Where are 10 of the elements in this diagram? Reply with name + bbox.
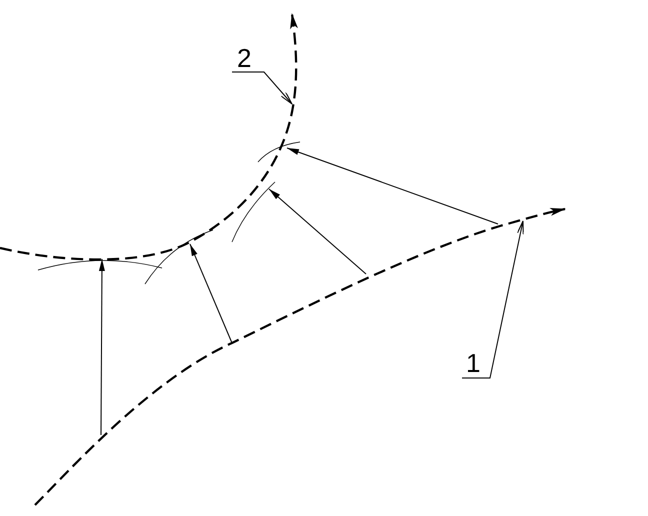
leader-line (462, 220, 524, 378)
arrow (268, 188, 366, 274)
arrow (286, 148, 498, 224)
arrow (98, 258, 105, 436)
leader-line (232, 72, 292, 104)
dashed-curve (34, 208, 566, 506)
arrow (190, 244, 232, 344)
dashed-curve (0, 13, 300, 284)
callout-number: 2 (237, 45, 252, 71)
callout-number: 1 (466, 350, 480, 376)
